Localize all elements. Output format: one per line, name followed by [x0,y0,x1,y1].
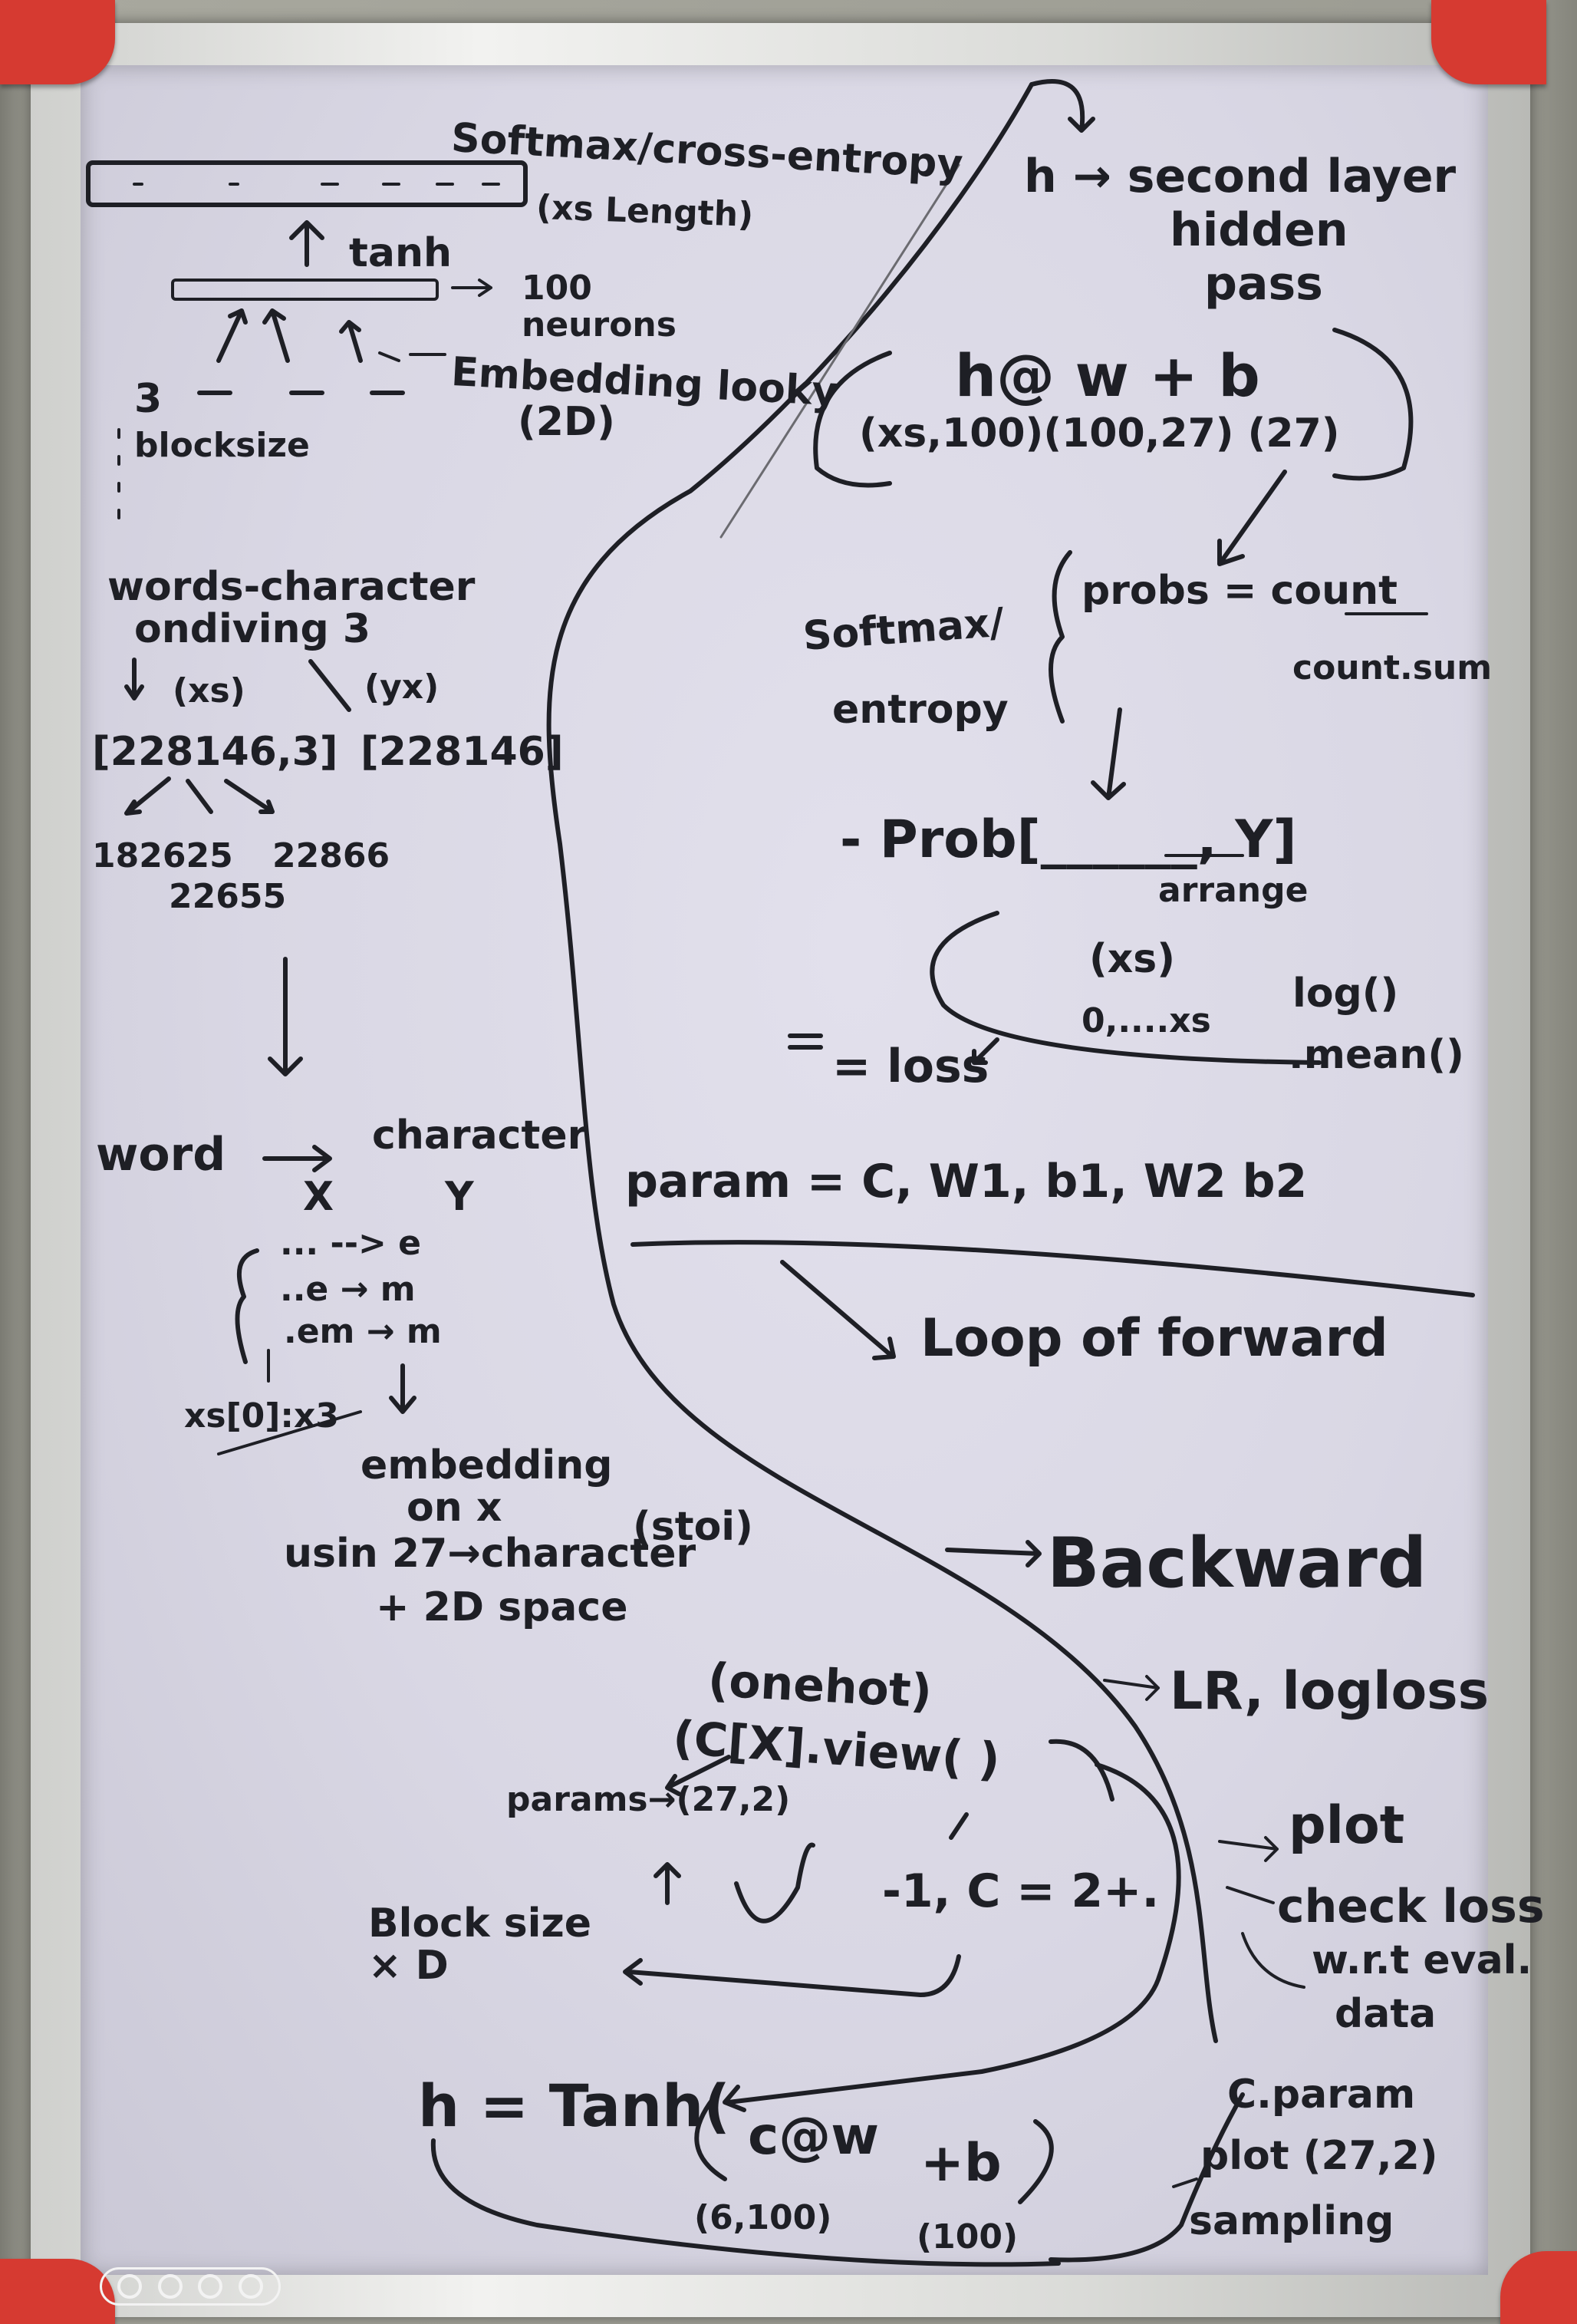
blocksize-label: blocksize [134,426,310,465]
character-label: character [372,1113,588,1159]
test-split: 22655 [169,877,287,916]
block-size-number: 3 [134,376,163,422]
backward-label: Backward [1047,1523,1427,1604]
x-header: X [303,1174,334,1220]
log-label: log() [1292,971,1399,1017]
frame-corner-top-right [1431,0,1546,84]
pass-label: pass [1204,257,1323,311]
xs-length-label: (xs Length) [535,188,754,235]
h-tanh-label: h = Tanh( [418,2072,730,2140]
plot-label: plot [1289,1795,1405,1856]
neg-prob-index: - Prob[______, Y] [840,809,1297,870]
count-sum-label: count.sum [1292,648,1493,687]
lr-logloss-label: LR, logloss [1170,1661,1490,1722]
word-label: word [96,1128,226,1182]
h-at-w-plus-b: h@ w + b [955,341,1260,410]
plot-27-2-label: plot (27,2) [1200,2133,1438,2179]
loss-label: = loss [832,1040,989,1093]
camera-watermark-logo [100,2267,281,2306]
ys-label: (yx) [364,668,440,707]
embedding-dim-label: (2D) [518,399,615,445]
entropy-label: entropy [832,687,1009,733]
tanh-label: tanh [349,230,452,276]
y-header: Y [445,1174,474,1220]
arange-label: arrange [1158,871,1309,910]
embedding-label: embedding [361,1442,613,1488]
b-shape-label: (100) [917,2217,1019,2256]
frame-corner-bottom-left [0,2259,115,2324]
watermark-ring-icon [157,2274,183,2299]
layer-shapes: (xs,100)(100,27) (27) [859,410,1340,457]
second-layer-label: h → second layer [1024,150,1457,203]
ys-shape: [228146] [361,729,564,775]
minus-one-label: -1, C = 2+. [882,1864,1160,1918]
xs-index-label: xs[0]:x3 [184,1396,339,1436]
index-range-label: 0,....xs [1082,1001,1211,1040]
check-loss-label: check loss [1277,1880,1545,1933]
sampling-label: sampling [1189,2198,1394,2244]
c-param-label: C.param [1227,2072,1416,2118]
plus-b-label: +b [920,2133,1002,2194]
words-character-label: words-character [107,564,476,610]
param-list-label: param = C, W1, b1, W2 b2 [625,1155,1308,1208]
watermark-ring-icon [238,2274,263,2299]
c-at-w-label: c@w [748,2106,880,2167]
neurons-label: neurons [522,305,677,344]
w-shape-label: (6,100) [694,2198,832,2237]
train-split: 182625 [92,836,233,875]
wrt-eval-label: w.r.t eval. [1312,1937,1533,1983]
on-dividing-label: ondiving 3 [134,606,371,652]
context-row-1: ... --> e [280,1224,422,1263]
data-label: data [1335,1991,1437,2037]
neurons-count: 100 [522,269,592,308]
block-size-x-d-label: Block size × D [368,1900,592,1989]
context-row-2: ..e → m [280,1270,416,1309]
context-row-3: .em → m [284,1312,442,1351]
stoi-label: (stoi) [633,1504,753,1550]
hidden-label: hidden [1170,203,1348,257]
mean-label: .mean() [1289,1032,1464,1078]
on-x-label: on x [407,1485,502,1531]
watermark-ring-icon [198,2274,223,2299]
params-shape-label: params→(27,2) [506,1780,791,1819]
output-layer-box [86,160,528,207]
val-split: 22866 [272,836,390,875]
space-2d-label: + 2D space [376,1584,628,1630]
watermark-ring-icon [117,2274,143,2299]
xs-sub-label: (xs) [1089,936,1176,982]
probs-count-label: probs = count [1082,568,1398,614]
frame-corner-top-left [0,0,115,84]
xs-shape: [228146,3] [92,729,338,775]
loop-of-forward-label: Loop of forward [920,1308,1388,1369]
xs-label: (xs) [173,671,245,710]
using-27-characters: usin 27→character [284,1531,696,1577]
